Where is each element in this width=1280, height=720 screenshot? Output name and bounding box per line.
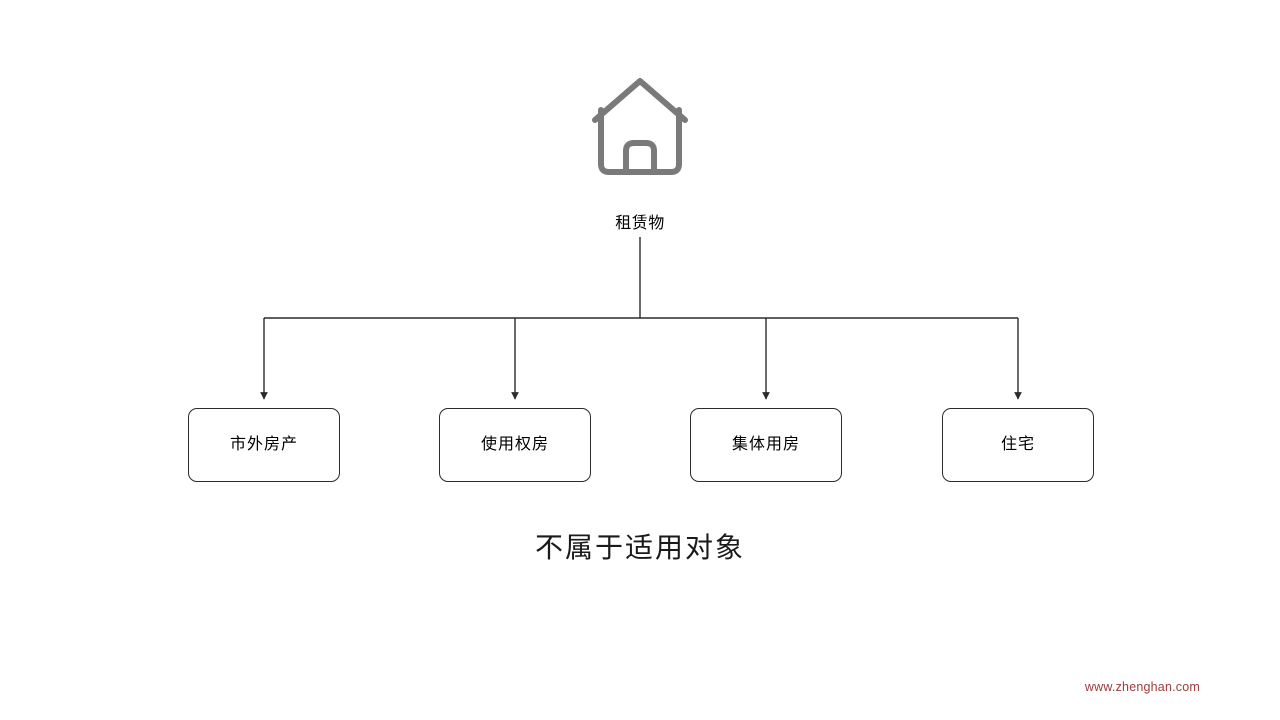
node-box-shiyongquanfang[interactable]: 使用权房 (439, 408, 591, 482)
node-box-jitiyongfang[interactable]: 集体用房 (690, 408, 842, 482)
node-box-zhuzhai[interactable]: 住宅 (942, 408, 1094, 482)
house-icon (588, 70, 692, 182)
node-label: 集体用房 (731, 436, 800, 453)
watermark-text: www.zhenghan.com (1084, 680, 1200, 694)
node-label: 住宅 (1000, 436, 1035, 453)
node-label: 使用权房 (480, 436, 549, 453)
node-label: 市外房产 (229, 436, 298, 453)
diagram-caption: 不属于适用对象 (534, 532, 745, 563)
root-node-label: 租赁物 (615, 215, 665, 232)
node-box-shiwaifangchan[interactable]: 市外房产 (188, 408, 340, 482)
